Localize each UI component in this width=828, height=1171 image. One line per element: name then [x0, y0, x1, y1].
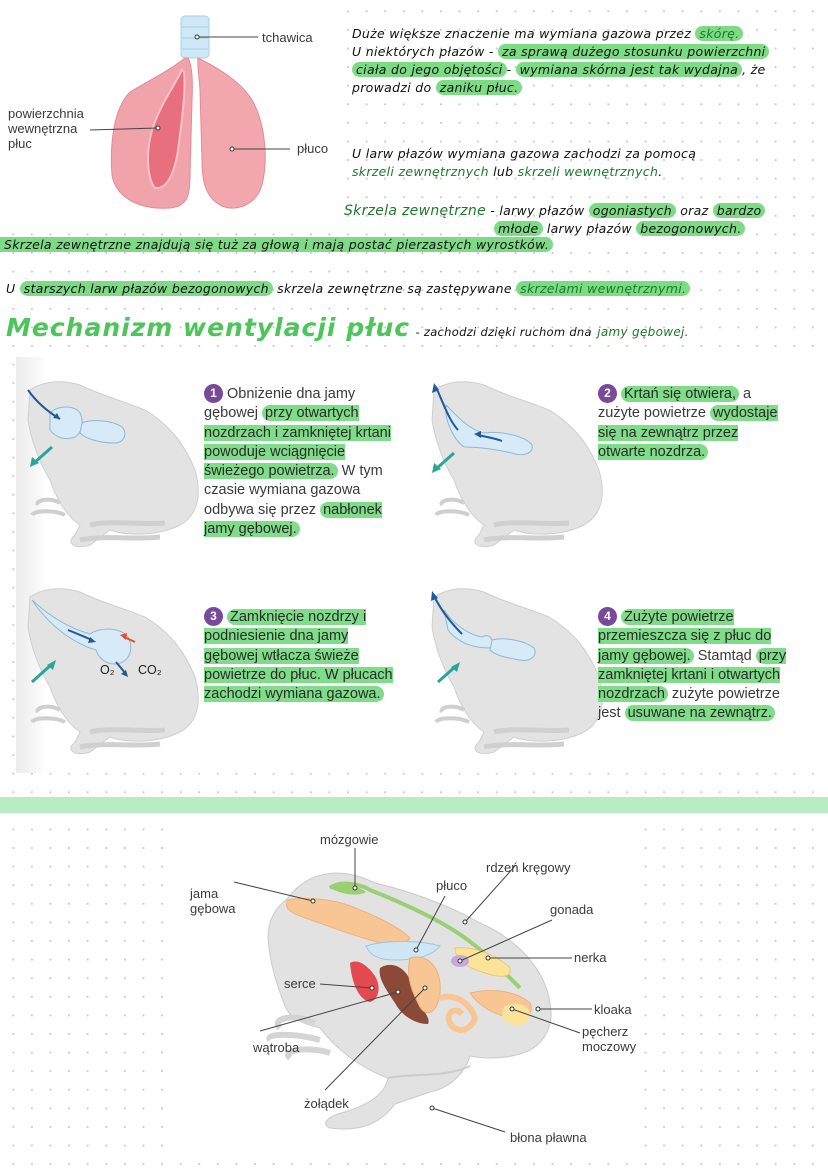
note-text: Duże większe znaczenie ma wymiana gazowa…: [352, 26, 692, 41]
frog-step-2-illustration: [431, 381, 603, 548]
step-1-badge: 1: [204, 384, 223, 403]
label-cloaca: kloaka: [594, 1002, 632, 1017]
term-internal-gills: skrzeli wewnętrznych: [517, 164, 659, 179]
highlight-tailless: bezogonowych.: [636, 221, 746, 236]
label-bladder-l2: moczowy: [582, 1039, 637, 1054]
note-text: -: [506, 62, 512, 77]
highlight-internal-gills: skrzelami wewnętrznymi.: [516, 281, 691, 296]
note-text: oraz: [680, 203, 709, 218]
highlight-skin-efficiency: wymiana skórna jest tak wydajna: [515, 62, 743, 77]
highlight-gills-position: Skrzela zewnętrzne znajdują się tuż za g…: [0, 237, 554, 252]
step-text: W tym czasie wymiana gazowa odbywa się p…: [204, 463, 383, 518]
step-highlight: Krtań się otwiera,: [621, 386, 740, 402]
note-text: U: [6, 281, 16, 296]
label-lung: płuco: [436, 878, 468, 893]
frog-anatomy-diagram: mózgowie rdzeń kręgowy płuco jama gębowa…: [170, 828, 640, 1158]
frog-anatomy-illustration: [233, 848, 592, 1133]
highlight-body-volume: ciała do jego objętości: [352, 62, 507, 77]
label-heart: serce: [284, 976, 316, 991]
term-external-gills-title: Skrzela zewnętrzne: [344, 203, 487, 219]
label-bladder-l1: pęcherz: [582, 1024, 629, 1039]
highlight-surface-ratio: za sprawą dużego stosunku powierzchni: [497, 44, 770, 59]
highlight-older-larvae: starszych larw płazów bezogonowych: [19, 281, 273, 296]
label-bladder: pęcherz moczowy: [582, 1024, 636, 1054]
note-text: lub: [493, 164, 514, 179]
label-mouth-l1: jama: [190, 886, 219, 901]
label-inner-surface: powierzchnia wewnętrzna płuc: [8, 106, 84, 151]
note-line: prowadzi do zaniku płuc.: [352, 79, 824, 97]
label-spinal-cord: rdzeń kręgowy: [486, 860, 571, 875]
label-brain: mózgowie: [320, 832, 379, 847]
note-older-larvae: U starszych larw płazów bezogonowych skr…: [6, 280, 828, 298]
heading-title: Mechanizm wentylacji płuc: [6, 313, 411, 342]
step-2-badge: 2: [598, 384, 617, 403]
note-text: larwy płazów: [546, 221, 632, 236]
label-inner-surface-l2: wewnętrzna: [8, 121, 78, 136]
note-line: U niektórych płazów - za sprawą dużego s…: [352, 43, 824, 61]
label-inner-surface-l3: płuc: [8, 136, 32, 151]
note-text: prowadzi do: [352, 80, 432, 95]
note-line: U starszych larw płazów bezogonowych skr…: [6, 280, 828, 298]
note-text: skrzela zewnętrzne są zastępywane: [277, 281, 512, 296]
step-text: Obniżenie dna jamy gębowej: [204, 386, 356, 422]
note-text: , że: [742, 62, 766, 77]
highlight-lung-loss: zaniku płuc.: [435, 80, 523, 95]
label-trachea: tchawica: [262, 30, 313, 45]
frog-step-1-illustration: [27, 381, 199, 548]
note-line: skrzeli zewnętrznych lub skrzeli wewnętr…: [352, 163, 824, 181]
term-external-gills: skrzeli zewnętrznych: [352, 164, 489, 179]
note-line: Skrzela zewnętrzne znajdują się tuż za g…: [0, 236, 828, 254]
label-lung: płuco: [297, 141, 329, 156]
step-text: a zużyte powietrze: [598, 386, 752, 422]
note-line: młode larwy płazów bezogonowych.: [344, 220, 824, 238]
highlight-young: młode: [494, 221, 543, 236]
heading-term-mouth: jamy gębowej.: [597, 325, 689, 339]
highlight-very: bardzo: [712, 203, 766, 218]
note-skin-exchange: Duże większe znaczenie ma wymiana gazowa…: [352, 25, 824, 97]
lungs-illustration: [89, 15, 290, 209]
label-kidney: nerka: [574, 950, 607, 965]
note-gills-position: Skrzela zewnętrzne znajdują się tuż za g…: [0, 236, 828, 254]
note-larva-exchange: U larw płazów wymiana gazowa zachodzi za…: [352, 145, 824, 181]
lung-diagram: tchawica powierzchnia wewnętrzna płuc pł…: [0, 0, 345, 230]
label-mouth-l2: gębowa: [190, 901, 236, 916]
step-4-badge: 4: [598, 607, 617, 626]
note-text: .: [658, 164, 663, 179]
label-inner-surface-l1: powierzchnia: [8, 106, 84, 121]
note-external-gills: Skrzela zewnętrzne - larwy płazów ogonia…: [344, 202, 824, 238]
gas-o2-label: O₂: [100, 663, 115, 677]
label-stomach: żołądek: [304, 1096, 349, 1111]
section-divider: [0, 797, 828, 813]
step-text: Stamtąd: [693, 647, 756, 664]
frog-step-4-illustration: [431, 588, 603, 755]
label-mouth-cavity: jama gębowa: [190, 886, 236, 916]
highlight-tailed: ogoniastych: [588, 203, 676, 218]
highlight-skin: skórę.: [695, 26, 744, 41]
section-heading: Mechanizm wentylacji płuc - zachodzi dzi…: [6, 313, 828, 342]
step-text: zużyte powietrze jest: [598, 686, 780, 722]
step-highlight: Zamknięcie nozdrzy i podniesienie dna ja…: [204, 609, 393, 703]
step-highlight: usuwane na zewnątrz.: [624, 705, 775, 722]
gas-co2-label: CO₂: [138, 663, 162, 677]
note-text: U niektórych płazów -: [352, 44, 494, 59]
note-text: - larwy płazów: [490, 203, 585, 218]
note-line: Duże większe znaczenie ma wymiana gazowa…: [352, 25, 824, 43]
label-web: błona pławna: [510, 1130, 587, 1145]
note-line: ciała do jego objętości- wymiana skórna …: [352, 61, 824, 79]
note-line: U larw płazów wymiana gazowa zachodzi za…: [352, 146, 697, 161]
note-line: Skrzela zewnętrzne - larwy płazów ogonia…: [344, 202, 824, 220]
label-liver: wątroba: [253, 1040, 300, 1055]
heading-subtitle: - zachodzi dzięki ruchom dna: [415, 325, 592, 339]
label-gonad: gonada: [550, 902, 594, 917]
frog-step-3-illustration: [27, 588, 199, 755]
step-3-badge: 3: [204, 607, 223, 626]
